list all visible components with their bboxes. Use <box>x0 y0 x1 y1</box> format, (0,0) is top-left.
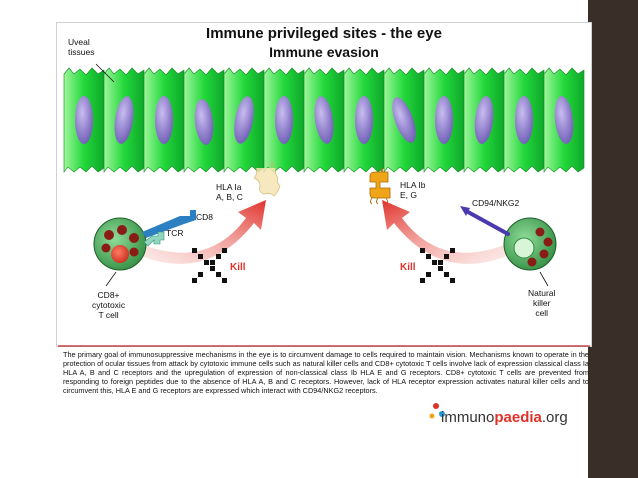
cd8-t-cell <box>93 217 147 271</box>
figure-caption: The primary goal of immunosuppressive me… <box>63 350 589 396</box>
nucleus <box>435 96 453 144</box>
hla-ib-label-line1: HLA Ib <box>400 180 426 190</box>
hla-ia-label: HLA Ia A, B, C <box>216 182 243 202</box>
logo-icon <box>429 403 445 419</box>
blocked-mark-left <box>192 248 227 283</box>
uveal-cell <box>63 67 105 173</box>
nucleus <box>194 99 214 145</box>
slide-sidebar <box>588 0 638 478</box>
hla-ib-label: HLA Ib E, G <box>400 180 426 200</box>
tcell-pointer <box>105 271 117 287</box>
blocked-mark-right <box>420 248 455 283</box>
uveal-pointer <box>95 63 115 83</box>
uveal-cell <box>463 67 505 173</box>
uveal-cell <box>143 67 185 173</box>
nucleus <box>392 97 416 143</box>
kill-arrow-left <box>136 200 266 264</box>
logo-brand: paedia <box>494 409 542 426</box>
nk-cell <box>503 217 557 271</box>
nk-label-line3: cell <box>535 308 549 318</box>
hla-ib-receptor <box>369 168 391 205</box>
tcell-label-line3: T cell <box>98 310 119 320</box>
uveal-cell <box>303 67 345 173</box>
diagram-subtitle: Immune evasion <box>269 44 379 60</box>
uveal-cell <box>503 67 545 173</box>
uveal-cell <box>103 67 145 173</box>
nk-label-line1: Natural <box>528 288 556 298</box>
kill-label-left: Kill <box>230 262 246 273</box>
uveal-label: Uveal tissues <box>68 37 94 57</box>
cd94-label: CD94/NKG2 <box>472 198 520 208</box>
cd8-label: CD8 <box>196 212 214 222</box>
kill-label-right: Kill <box>400 262 416 273</box>
nk-label-line2: killer <box>532 298 551 308</box>
uveal-cell <box>263 67 305 173</box>
logo-prefix: immuno <box>441 409 495 426</box>
nucleus <box>554 96 574 144</box>
uveal-cell <box>543 67 585 173</box>
nucleus <box>114 96 134 144</box>
uveal-cell <box>383 67 425 173</box>
tcr-receptor <box>142 210 196 247</box>
uveal-cell <box>183 67 225 173</box>
immunopaedia-logo: immunopaedia.org <box>441 409 568 426</box>
nucleus <box>234 96 254 144</box>
uveal-label-line1: Uveal <box>68 37 90 47</box>
logo-suffix: .org <box>541 409 568 426</box>
nucleus <box>314 96 334 144</box>
diagram-title: Immune privileged sites - the eye <box>206 25 442 42</box>
uveal-label-line2: tissues <box>68 47 95 57</box>
nucleus <box>75 96 93 144</box>
uveal-cell <box>343 67 385 173</box>
tcell-label-line2: cytotoxic <box>92 300 126 310</box>
tcr-label: TCR <box>166 228 184 238</box>
figure: Immune privileged sites - the eye Immune… <box>56 22 592 430</box>
nucleus <box>355 96 373 144</box>
uveal-cell <box>423 67 465 173</box>
uveal-cell <box>223 67 265 173</box>
nucleus <box>275 96 293 144</box>
tcell-label-line1: CD8+ <box>97 290 120 300</box>
nk-label: Natural killer cell <box>528 288 555 318</box>
hla-ia-label-line1: HLA Ia <box>216 182 242 192</box>
nk-pointer <box>539 271 549 287</box>
hla-ia-receptor <box>253 162 281 197</box>
hla-ib-label-line2: E, G <box>400 190 418 200</box>
tcell-label: CD8+ cytotoxic T cell <box>92 290 125 320</box>
hla-ia-label-line2: A, B, C <box>216 192 243 202</box>
nucleus <box>155 96 173 144</box>
kill-arrow-right <box>382 200 512 264</box>
nucleus <box>515 96 533 144</box>
cd94-nkg2-receptor <box>460 206 510 236</box>
uveal-cell-layer <box>63 67 585 173</box>
diagram-canvas <box>56 22 592 419</box>
nucleus <box>474 96 494 144</box>
